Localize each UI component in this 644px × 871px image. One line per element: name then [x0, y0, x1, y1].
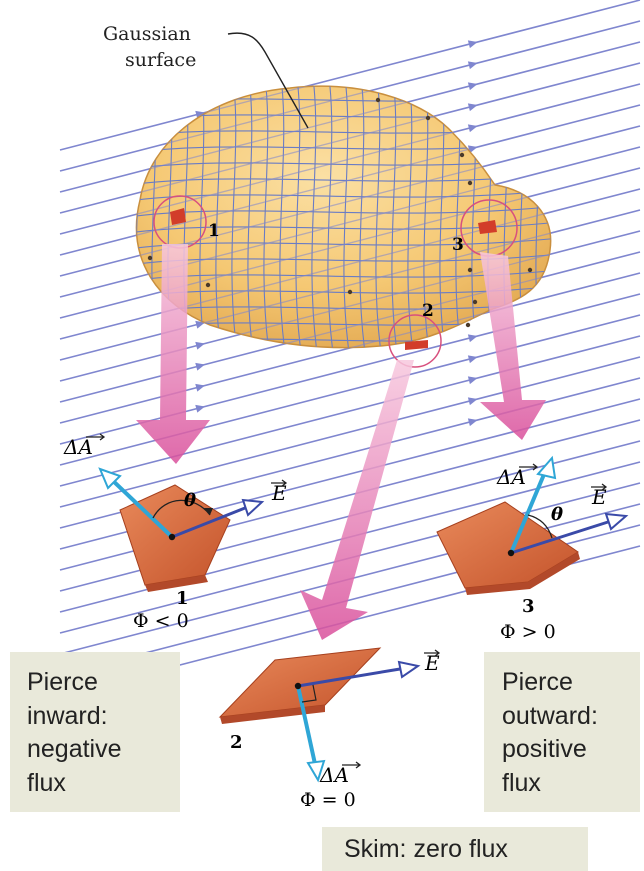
pointer-arrow-2	[300, 360, 414, 640]
outward-line-3: positive	[502, 735, 587, 763]
mesh-line	[343, 86, 351, 348]
angle-arc-1	[152, 499, 211, 519]
field-line	[59, 0, 641, 151]
area-vector-3	[509, 471, 547, 554]
callout-leader-line	[227, 32, 309, 129]
inward-line-2: inward:	[27, 701, 108, 730]
field-line-arrowhead	[467, 397, 478, 406]
mesh-line	[231, 86, 239, 348]
vector-overarrow	[86, 433, 106, 441]
field-vector-1-head	[241, 498, 265, 517]
field-line-arrowhead	[195, 404, 205, 413]
field-line-arrowhead	[195, 362, 205, 371]
mesh-line	[279, 86, 287, 348]
inward-line-3: negative	[27, 735, 122, 763]
outward-line-4: flux	[502, 768, 541, 797]
area-vector-2	[296, 685, 317, 765]
field-line-arrowhead	[467, 418, 478, 427]
surface-patch-2	[388, 314, 442, 368]
skim-flux-box: Skim: zero flux	[322, 827, 588, 871]
mesh-line	[311, 86, 319, 348]
area-vector-1	[108, 476, 174, 539]
vector-overarrow	[591, 483, 608, 491]
pointer-arrow-3	[480, 252, 546, 440]
mesh-line	[120, 70, 126, 360]
surface-label-3: 3	[452, 235, 464, 255]
patch-1-flux: Φ < 0	[133, 610, 189, 632]
outward-line-2: outward:	[502, 701, 598, 730]
field-line	[59, 335, 641, 487]
inward-line-1: Pierce	[27, 668, 98, 696]
surface-label-2: 2	[422, 301, 434, 321]
field-line-arrowhead	[467, 124, 478, 133]
mesh-line	[263, 86, 271, 348]
patch-1-center-dot	[168, 533, 176, 541]
patch-3-center-dot	[507, 549, 515, 557]
inward-flux-box: Pierce inward: negative flux	[10, 652, 180, 812]
patch-2-number: 2	[230, 732, 243, 753]
angle-1-label: θ	[184, 490, 196, 511]
mesh-line	[375, 86, 383, 348]
field-vector-2	[297, 667, 401, 688]
field-line-arrowhead	[195, 320, 205, 329]
skim-label: Skim: zero flux	[344, 835, 508, 863]
field-vector-2-head	[397, 660, 421, 679]
field-line-arrowhead	[467, 355, 478, 364]
patch-1-number: 1	[176, 588, 189, 609]
mesh-line	[295, 86, 303, 348]
field-vector-2-label: E	[424, 651, 440, 675]
vector-overarrow	[519, 463, 539, 471]
patch-3-enlarged	[436, 501, 580, 595]
area-vector-1-head	[98, 467, 122, 490]
outward-line-1: Pierce	[502, 668, 573, 696]
patch-3-number: 3	[522, 596, 535, 617]
mesh-line	[391, 86, 399, 348]
outward-flux-box: Pierce outward: positive flux	[484, 652, 640, 812]
field-line-arrowhead	[467, 334, 478, 343]
field-line	[59, 293, 641, 445]
angle-3-label: θ	[551, 504, 563, 525]
field-line-arrowhead	[467, 82, 478, 91]
mesh-line	[136, 173, 551, 187]
right-angle-marker-2	[301, 684, 317, 703]
field-vector-1-label: E	[271, 481, 287, 505]
area-vector-1-label: ΔA	[63, 435, 93, 459]
area-vector-2-head	[306, 759, 326, 783]
field-line-arrowhead	[467, 103, 478, 112]
angle-arc-3	[527, 514, 553, 539]
surface-label-1: 1	[208, 221, 220, 241]
field-line-arrowhead	[195, 383, 205, 392]
pointer-arrow-1	[136, 244, 210, 464]
inward-line-4: flux	[27, 768, 66, 797]
field-vector-3-head	[604, 512, 629, 531]
field-line	[59, 356, 641, 508]
patch-2-enlarged	[218, 647, 382, 724]
vector-overarrow	[342, 761, 362, 769]
callout-line1: Gaussian	[103, 23, 191, 45]
field-vector-3-label: E	[591, 485, 607, 509]
area-vector-2-label: ΔA	[319, 763, 349, 787]
patch-2-center-dot	[294, 682, 302, 690]
mesh-line	[359, 86, 367, 348]
field-line	[136, 230, 551, 348]
field-line-arrowhead	[467, 376, 478, 385]
mesh-line	[327, 86, 335, 348]
field-vector-3	[510, 520, 609, 555]
field-line-arrowhead	[195, 341, 205, 350]
field-line-arrowhead	[195, 110, 205, 119]
field-line-arrowhead	[467, 40, 478, 49]
area-vector-3-label: ΔA	[496, 465, 526, 489]
vector-overarrow	[271, 479, 288, 487]
patch-2-flux: Φ = 0	[300, 789, 356, 811]
field-vector-1	[171, 506, 246, 539]
callout-line2: surface	[125, 49, 196, 71]
field-line	[136, 86, 551, 193]
area-vector-3-head	[536, 455, 557, 480]
vector-overarrow	[424, 649, 441, 657]
piercing-points	[147, 97, 533, 328]
mesh-line	[247, 86, 255, 348]
field-line-arrowhead	[467, 61, 478, 70]
patch-3-flux: Φ > 0	[500, 621, 556, 643]
